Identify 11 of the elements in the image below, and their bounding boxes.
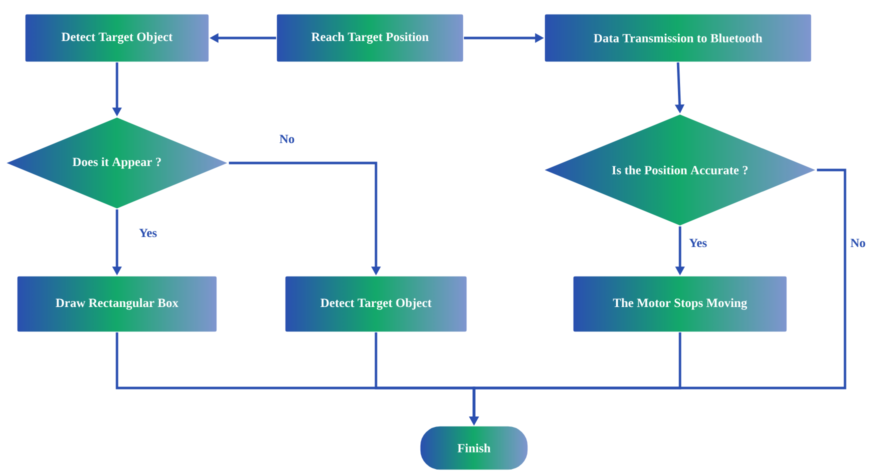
terminal-box: Finish — [420, 426, 528, 470]
process-box: Detect Target Object — [24, 14, 210, 62]
process-box: Draw Rectangular Box — [16, 276, 218, 332]
edge-label: Yes — [688, 238, 708, 248]
process-box: Data Transmission to Bluetooth — [544, 14, 812, 62]
process-box: Reach Target Position — [276, 14, 464, 62]
process-box: The Motor Stops Moving — [572, 276, 788, 332]
edge-label: No — [849, 238, 867, 248]
edge-label: Yes — [138, 228, 158, 238]
edge-label: No — [278, 134, 296, 144]
process-box: Detect Target Object — [284, 276, 468, 332]
